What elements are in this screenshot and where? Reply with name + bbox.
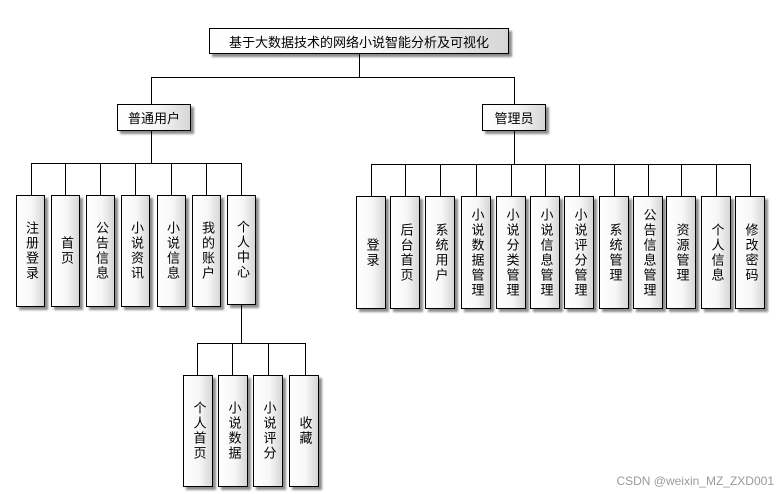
personal-center-module-node: 小说数据 [218, 375, 248, 487]
admin-module-node: 系统管理 [599, 196, 629, 309]
admin-module-label: 小说评分管理 [571, 207, 587, 298]
admin-role-label: 管理员 [494, 112, 534, 127]
connector-line [514, 131, 515, 164]
connector-line [171, 163, 172, 195]
admin-role-node: 管理员 [482, 104, 546, 131]
personal-center-module-node: 小说评分 [253, 375, 283, 487]
admin-module-node: 小说信息管理 [530, 196, 560, 309]
admin-module-label: 小说分类管理 [503, 207, 519, 298]
user-module-label: 小说资讯 [128, 221, 143, 281]
admin-module-label: 小说数据管理 [468, 207, 484, 298]
admin-module-label: 修改密码 [742, 222, 758, 283]
user-module-node: 公告信息 [86, 195, 115, 307]
admin-module-node: 小说评分管理 [564, 196, 594, 309]
user-module-node: 注册登录 [16, 195, 45, 307]
connector-line [65, 163, 66, 195]
connector-line [241, 163, 242, 195]
connector-line [405, 164, 406, 196]
connector-line [371, 164, 372, 196]
connector-line [614, 164, 615, 196]
connector-line [750, 164, 751, 196]
admin-module-node: 小说分类管理 [496, 196, 526, 309]
connector-line [681, 164, 682, 196]
admin-module-node: 资源管理 [666, 196, 696, 309]
admin-module-node: 公告信息管理 [633, 196, 663, 309]
root-node: 基于大数据技术的网络小说智能分析及可视化 [209, 28, 509, 54]
user-module-label: 个人中心 [234, 220, 249, 280]
connector-line [151, 131, 152, 163]
admin-module-node: 登录 [356, 196, 386, 309]
connector-line [268, 343, 269, 375]
admin-module-label: 小说信息管理 [537, 207, 553, 298]
connector-line [100, 163, 101, 195]
admin-module-label: 后台首页 [397, 222, 413, 283]
connector-line [31, 163, 32, 195]
user-module-label: 公告信息 [93, 221, 108, 281]
watermark: CSDN @weixin_MZ_ZXD001 [616, 474, 774, 488]
user-module-label: 我的账户 [199, 221, 214, 281]
connector-line [514, 77, 515, 104]
personal-center-module-label: 小说数据 [225, 401, 241, 461]
admin-module-node: 修改密码 [735, 196, 765, 309]
user-module-label: 注册登录 [23, 221, 38, 281]
user-module-node: 首页 [51, 195, 80, 307]
connector-line [151, 77, 515, 78]
root-node-label: 基于大数据技术的网络小说智能分析及可视化 [228, 35, 489, 51]
connector-line [197, 343, 306, 344]
admin-module-node: 个人信息 [701, 196, 731, 309]
connector-line [197, 343, 198, 375]
connector-line [135, 163, 136, 195]
user-module-node: 个人中心 [227, 195, 256, 305]
user-module-label: 首页 [58, 236, 73, 266]
connector-line [371, 164, 751, 165]
user-module-node: 我的账户 [192, 195, 221, 307]
connector-line [716, 164, 717, 196]
admin-module-label: 系统用户 [432, 222, 448, 283]
personal-center-module-label: 收藏 [296, 416, 312, 446]
connector-line [545, 164, 546, 196]
admin-module-node: 小说数据管理 [461, 196, 491, 309]
user-role-node: 普通用户 [117, 104, 191, 131]
admin-module-node: 后台首页 [390, 196, 420, 309]
connector-line [305, 343, 306, 375]
admin-module-label: 公告信息管理 [640, 207, 656, 298]
user-module-node: 小说信息 [157, 195, 186, 307]
connector-line [31, 163, 242, 164]
admin-module-label: 系统管理 [606, 222, 622, 283]
personal-center-module-label: 小说评分 [260, 401, 276, 461]
connector-line [579, 164, 580, 196]
admin-module-node: 系统用户 [425, 196, 455, 309]
connector-line [511, 164, 512, 196]
connector-line [241, 305, 242, 343]
connector-line [359, 54, 360, 77]
connector-line [476, 164, 477, 196]
admin-module-label: 资源管理 [673, 222, 689, 283]
personal-center-module-node: 个人首页 [183, 375, 213, 487]
admin-module-label: 个人信息 [708, 222, 724, 283]
connector-line [648, 164, 649, 196]
connector-line [151, 77, 152, 104]
admin-module-label: 登录 [363, 237, 379, 268]
connector-line [206, 163, 207, 195]
user-module-label: 小说信息 [164, 221, 179, 281]
connector-line [232, 343, 233, 375]
personal-center-module-node: 收藏 [289, 375, 319, 487]
user-module-node: 小说资讯 [121, 195, 150, 307]
personal-center-module-label: 个人首页 [190, 401, 206, 461]
user-role-label: 普通用户 [127, 112, 180, 127]
connector-line [440, 164, 441, 196]
